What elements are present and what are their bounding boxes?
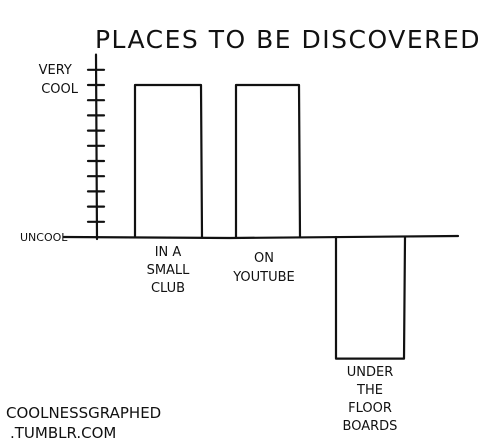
category-label-line: UNDER	[347, 365, 394, 380]
category-label-line: SMALL	[147, 263, 191, 278]
category-label-line: ON	[254, 251, 274, 266]
chart-title: PLACES TO BE DISCOVERED	[95, 25, 481, 54]
x-axis	[62, 234, 460, 240]
category-label-line: YOUTUBE	[232, 270, 295, 285]
category-label-line: BOARDS	[343, 419, 398, 434]
bar-under-the-floor-boards	[334, 235, 407, 360]
y-axis-top-label-line-2: COOL	[41, 82, 79, 97]
y-axis-top-label: VERY COOL	[39, 63, 79, 97]
category-labels: IN A SMALL CLUB ON YOUTUBE UNDER THE FLOOR BOARD…	[147, 245, 398, 434]
category-label-line: CLUB	[151, 281, 185, 296]
y-axis-bottom-label: UNCOOL	[20, 231, 68, 244]
credit-line-1: COOLNESSGRAPHED	[6, 404, 161, 422]
y-axis-ticks	[86, 68, 106, 223]
bar-on-youtube	[234, 83, 302, 239]
credit-text: COOLNESSGRAPHED .TUMBLR.COM	[6, 404, 166, 442]
category-label-line: THE	[356, 383, 383, 398]
credit-line-2: .TUMBLR.COM	[10, 424, 116, 442]
y-axis-top-label-line-1: VERY	[39, 63, 72, 78]
bar-in-a-small-club	[133, 83, 204, 239]
bars	[133, 83, 407, 360]
category-label: UNDER THE FLOOR BOARDS	[343, 365, 398, 434]
x-axis-line	[62, 234, 460, 240]
category-label: IN A SMALL CLUB	[147, 245, 191, 296]
category-label-line: FLOOR	[348, 401, 392, 416]
category-label-line: IN A	[155, 245, 182, 260]
category-label: ON YOUTUBE	[232, 251, 295, 285]
